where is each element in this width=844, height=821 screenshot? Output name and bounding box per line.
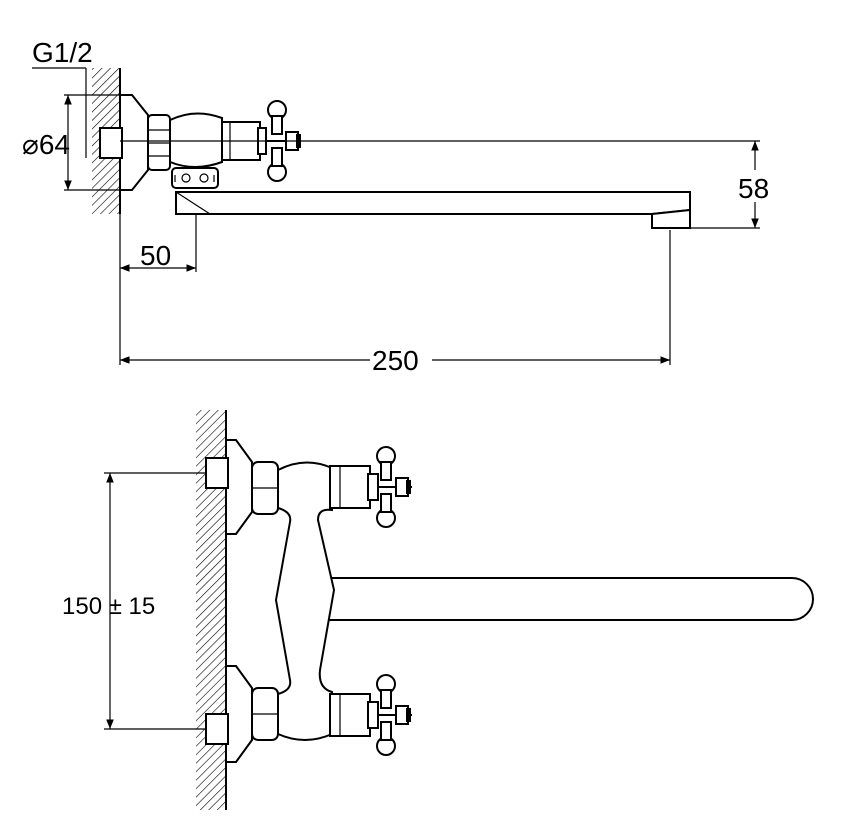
side-view: ⌀64 G1/2 50 250 58 [22, 37, 776, 376]
spout-top [175, 191, 691, 215]
plan-view: 150 ± 15 [62, 410, 814, 810]
diameter-label: ⌀64 [22, 129, 70, 160]
cross-handle-lower [376, 674, 412, 756]
wall-flange-top [119, 94, 149, 191]
spout-plan [319, 577, 814, 621]
central-body [274, 461, 336, 741]
height-label: 58 [738, 173, 769, 204]
thread-label: G1/2 [32, 37, 93, 68]
offset-label: 50 [140, 240, 171, 271]
cross-handle-upper [376, 446, 412, 528]
reach-label: 250 [372, 345, 419, 376]
centers-label: 150 ± 15 [62, 593, 155, 620]
valve-body-top [169, 112, 223, 168]
lower-flange [225, 665, 253, 763]
upper-flange [225, 439, 253, 535]
